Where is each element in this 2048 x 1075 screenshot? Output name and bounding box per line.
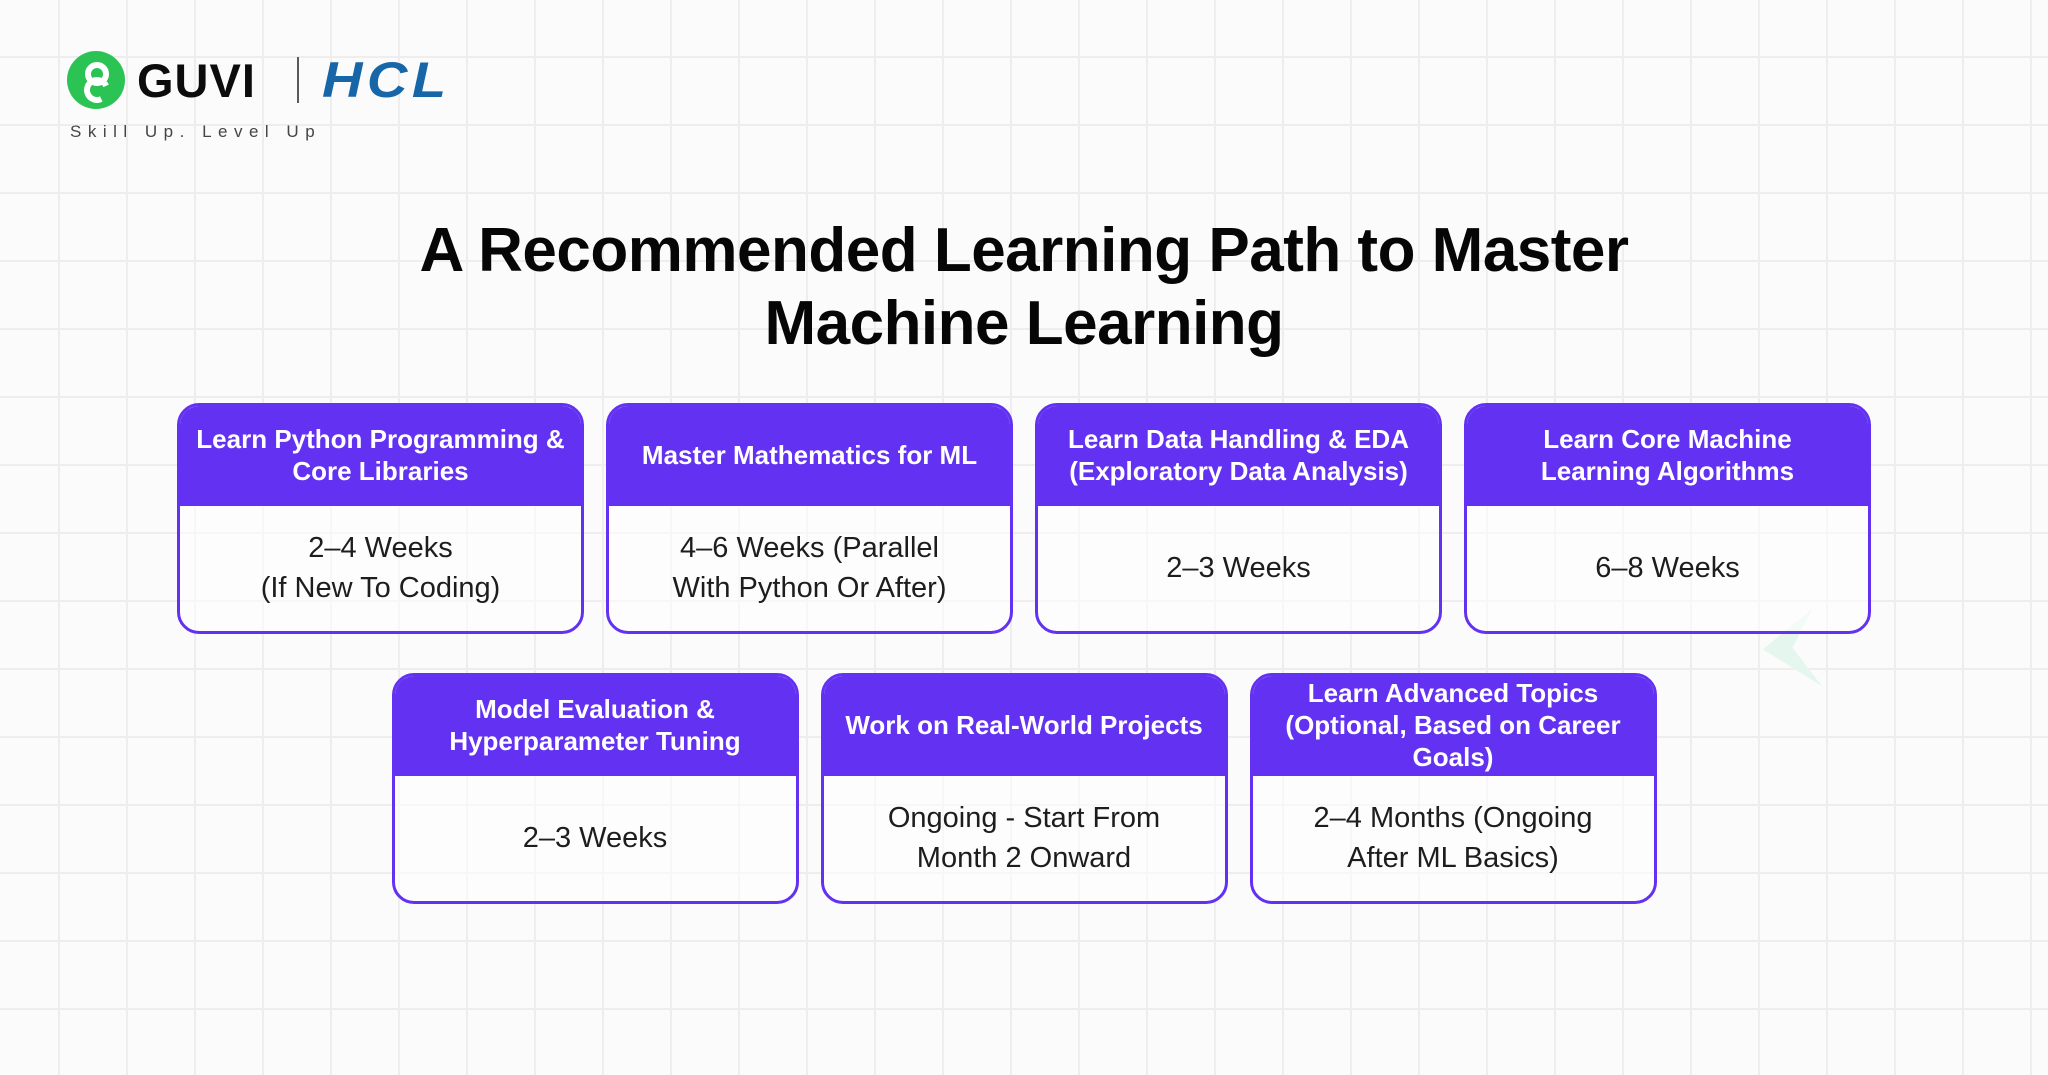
card-header: Learn Core Machine Learning Algorithms xyxy=(1467,406,1868,506)
brand-header: GUVI HCL Skill Up. Level Up xyxy=(0,0,600,160)
card-row-bottom: Model Evaluation & Hyperparameter Tuning… xyxy=(0,673,2048,904)
card-header: Learn Advanced Topics (Optional, Based o… xyxy=(1252,676,1654,776)
card-title: Model Evaluation & Hyperparameter Tuning xyxy=(449,694,741,756)
card-title: Master Mathematics for ML xyxy=(641,440,978,471)
card-body: 4–6 Weeks (Parallel With Python Or After… xyxy=(609,506,1010,631)
card-duration: 2–4 Months (Ongoing After ML Basics) xyxy=(1313,802,1593,874)
card-body: Ongoing - Start From Month 2 Onward xyxy=(824,776,1225,901)
card-master-mathematics: Master Mathematics for ML 4–6 Weeks (Par… xyxy=(606,403,1013,634)
card-duration: 6–8 Weeks xyxy=(1595,551,1740,584)
card-body: 2–3 Weeks xyxy=(395,776,796,901)
card-duration: 2–3 Weeks xyxy=(522,821,668,854)
card-duration: 2–4 Weeks (If New To Coding) xyxy=(260,532,501,604)
card-title: Learn Python Programming & Core Librarie… xyxy=(196,424,565,486)
card-body: 2–3 Weeks xyxy=(1038,506,1439,631)
card-title: Learn Advanced Topics (Optional, Based o… xyxy=(1285,678,1621,772)
card-title: Work on Real-World Projects xyxy=(845,710,1203,741)
card-real-world-projects: Work on Real-World Projects Ongoing - St… xyxy=(820,673,1228,904)
guvi-wordmark: GUVI xyxy=(137,54,256,107)
card-row-top: Learn Python Programming & Core Librarie… xyxy=(0,403,2048,634)
card-core-ml-algorithms: Learn Core Machine Learning Algorithms 6… xyxy=(1464,403,1871,634)
card-model-evaluation: Model Evaluation & Hyperparameter Tuning… xyxy=(391,673,799,904)
card-title: Learn Core Machine Learning Algorithms xyxy=(1540,424,1795,486)
card-header: Work on Real-World Projects xyxy=(823,676,1225,776)
card-header: Model Evaluation & Hyperparameter Tuning xyxy=(394,676,796,776)
card-advanced-topics: Learn Advanced Topics (Optional, Based o… xyxy=(1249,673,1657,904)
hcl-wordmark: HCL xyxy=(322,52,451,108)
card-body: 2–4 Months (Ongoing After ML Basics) xyxy=(1253,776,1654,901)
card-title: Learn Data Handling & EDA (Exploratory D… xyxy=(1068,424,1409,486)
card-header: Master Mathematics for ML xyxy=(609,406,1010,506)
card-duration: 2–3 Weeks xyxy=(1166,551,1311,584)
card-duration: 4–6 Weeks (Parallel With Python Or After… xyxy=(672,532,947,604)
card-header: Learn Python Programming & Core Librarie… xyxy=(180,406,581,506)
card-header: Learn Data Handling & EDA (Exploratory D… xyxy=(1038,406,1439,506)
guvi-logo-top-loop xyxy=(85,62,109,86)
card-duration: Ongoing - Start From Month 2 Onward xyxy=(887,802,1161,874)
card-learn-python: Learn Python Programming & Core Librarie… xyxy=(177,403,584,634)
guvi-logo-icon xyxy=(67,51,125,109)
card-data-handling-eda: Learn Data Handling & EDA (Exploratory D… xyxy=(1035,403,1442,634)
card-body: 2–4 Weeks (If New To Coding) xyxy=(180,506,581,631)
card-body: 6–8 Weeks xyxy=(1467,506,1868,631)
brand-tagline: Skill Up. Level Up xyxy=(70,122,322,141)
page-title: A Recommended Learning Path to Master Ma… xyxy=(419,215,1629,358)
logo-divider xyxy=(297,57,299,103)
